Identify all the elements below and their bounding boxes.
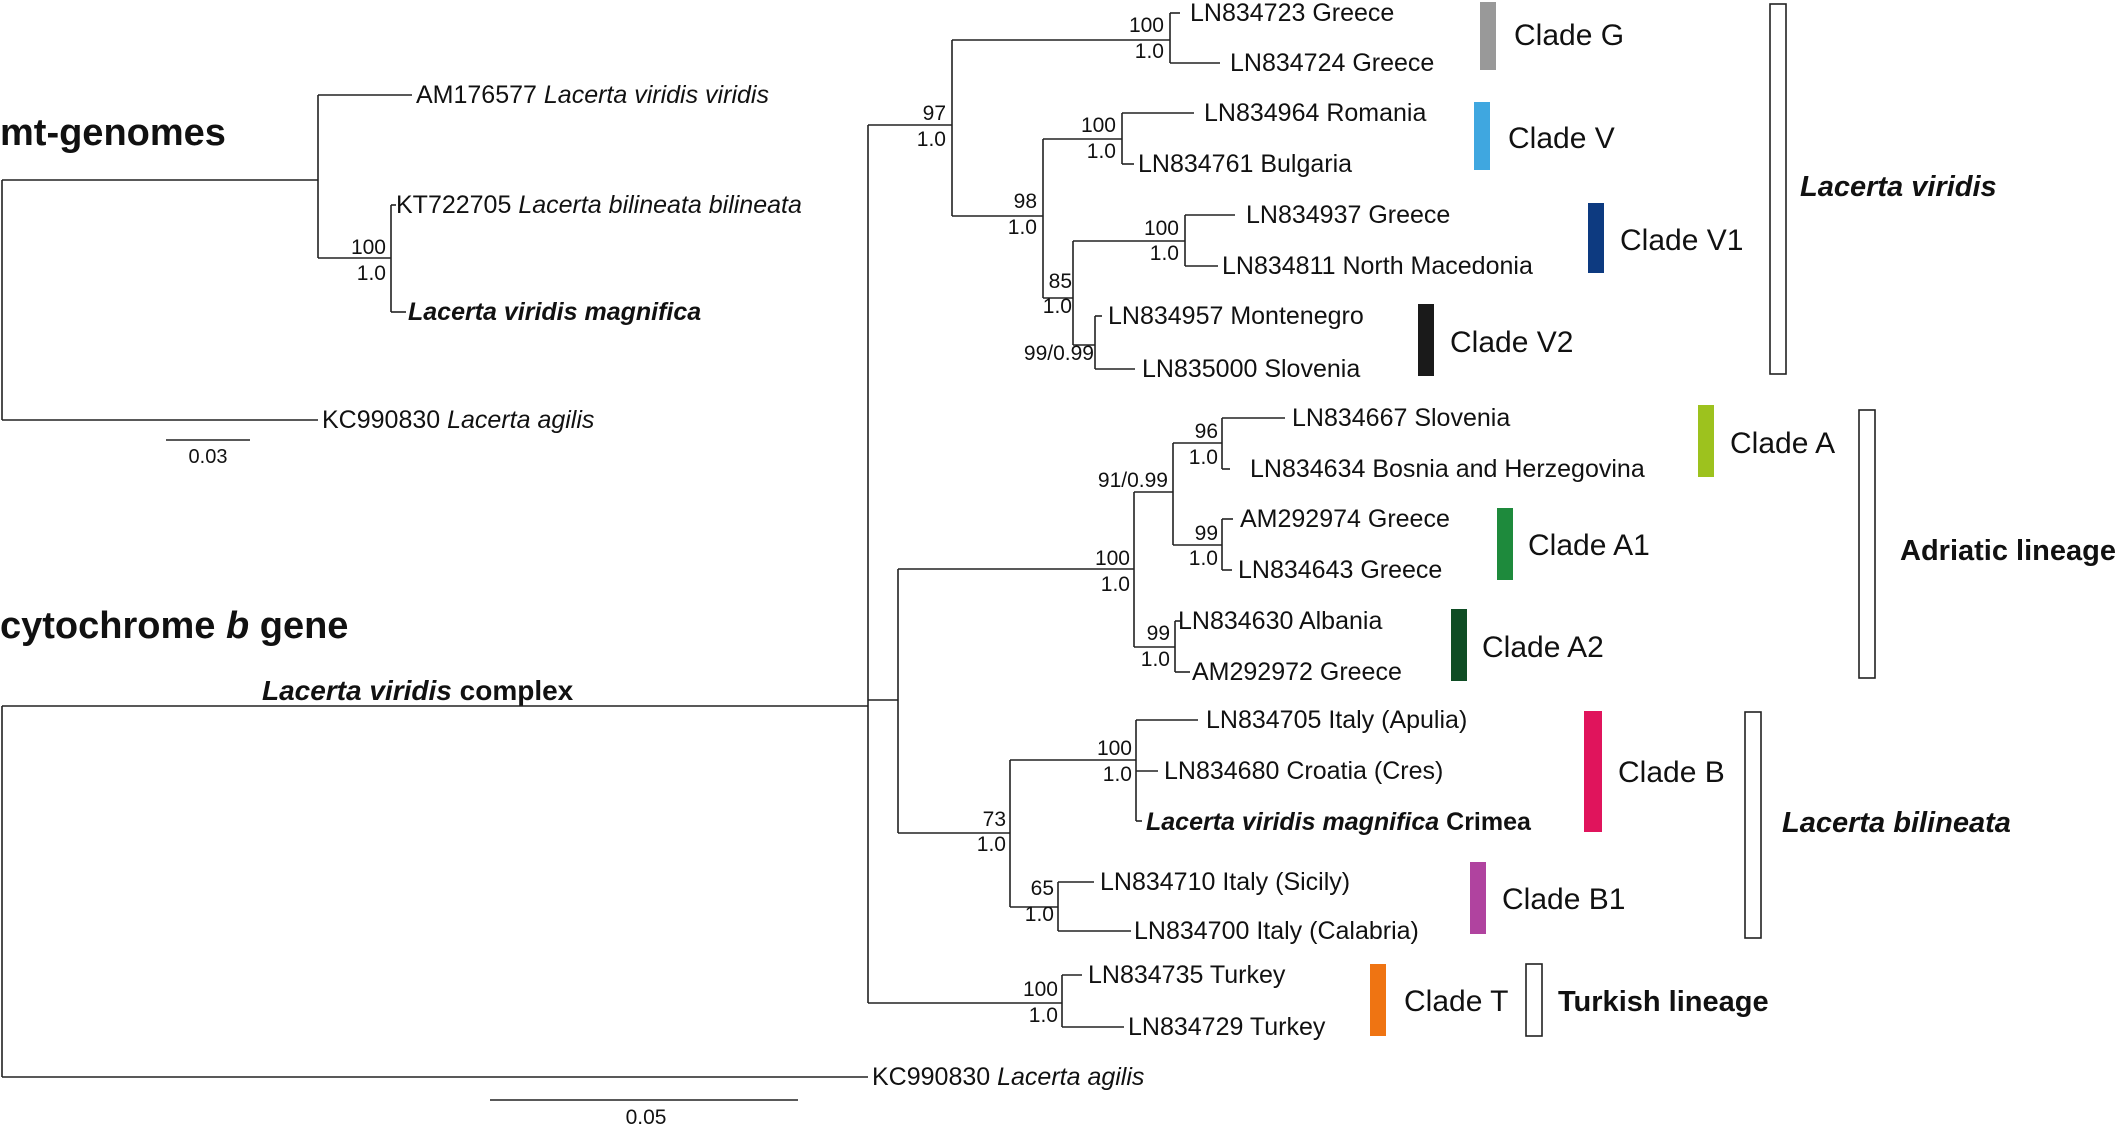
cytb-node-supports: 100 1.0 100 1.0 100 1.0 99/0.99 85 1.0 9… bbox=[917, 14, 1218, 1027]
tip-label: LN834667 Slovenia bbox=[1292, 404, 1510, 432]
clade-a2-label: Clade A2 bbox=[1482, 631, 1604, 664]
support-top: 98 bbox=[1014, 190, 1037, 213]
lineage-bilineata-bar bbox=[1744, 711, 1762, 939]
support-top: 65 bbox=[1031, 877, 1054, 900]
support-top: 85 bbox=[1049, 270, 1072, 293]
tip-label-outgroup: KC990830 Lacerta agilis bbox=[872, 1063, 1144, 1091]
support-bottom: 1.0 bbox=[1135, 40, 1164, 63]
clade-markers: Clade G Clade V Clade V1 Clade V2 Clade … bbox=[1370, 2, 1835, 1036]
clade-g-label: Clade G bbox=[1514, 19, 1624, 52]
mt-genomes-title: mt-genomes bbox=[0, 112, 226, 154]
clade-v-bar bbox=[1474, 102, 1490, 170]
tip-label: LN834705 Italy (Apulia) bbox=[1206, 706, 1467, 734]
clade-v1-label: Clade V1 bbox=[1620, 224, 1743, 257]
tip-label: LN835000 Slovenia bbox=[1142, 355, 1360, 383]
clade-b-bar bbox=[1584, 711, 1602, 832]
support-bottom: 1.0 bbox=[1043, 295, 1072, 318]
support-bottom: 1.0 bbox=[1029, 1004, 1058, 1027]
tip-label: LN834735 Turkey bbox=[1088, 961, 1286, 989]
support-bottom: 1.0 bbox=[1189, 446, 1218, 469]
cytb-scale-label: 0.05 bbox=[626, 1106, 667, 1128]
lineage-brackets: Lacerta viridis Adriatic lineage Lacerta… bbox=[1525, 3, 2116, 1037]
support-bottom: 1.0 bbox=[1008, 216, 1037, 239]
tip-label: LN834761 Bulgaria bbox=[1138, 150, 1352, 178]
support-bottom: 1.0 bbox=[1025, 903, 1054, 926]
clade-b1-label: Clade B1 bbox=[1502, 883, 1625, 916]
support-top: 100 bbox=[1023, 978, 1058, 1001]
clade-v2-label: Clade V2 bbox=[1450, 326, 1573, 359]
cytb-tree-branches bbox=[1, 12, 1285, 1078]
tip-label: LN834811 North Macedonia bbox=[1222, 252, 1533, 280]
clade-g-bar bbox=[1480, 2, 1496, 70]
mt-support-bottom: 1.0 bbox=[357, 262, 386, 285]
lineage-turkish-label: Turkish lineage bbox=[1558, 986, 1769, 1018]
tip-label: LN834710 Italy (Sicily) bbox=[1100, 868, 1350, 896]
tip-label: LN834964 Romania bbox=[1204, 99, 1426, 127]
tip-label: AM292972 Greece bbox=[1192, 658, 1402, 686]
support-top: 99/0.99 bbox=[1024, 342, 1094, 365]
support-top: 100 bbox=[1129, 14, 1164, 37]
tip-label: LN834630 Albania bbox=[1178, 607, 1382, 635]
support-bottom: 1.0 bbox=[1087, 140, 1116, 163]
support-top: 96 bbox=[1195, 420, 1218, 443]
lineage-adriatic-bar bbox=[1858, 409, 1876, 679]
mt-tip-magnifica: Lacerta viridis magnifica bbox=[408, 298, 701, 326]
clade-a-label: Clade A bbox=[1730, 427, 1835, 460]
support-top: 100 bbox=[1095, 547, 1130, 570]
lineage-adriatic-label: Adriatic lineage bbox=[1900, 535, 2116, 567]
clade-t-bar bbox=[1370, 964, 1386, 1036]
clade-a1-bar bbox=[1497, 508, 1513, 580]
support-top: 99 bbox=[1195, 522, 1218, 545]
mt-tip-bilineata: KT722705 Lacerta bilineata bilineata bbox=[396, 191, 802, 219]
cytb-title: cytochrome b gene bbox=[0, 605, 348, 647]
lineage-viridis-label: Lacerta viridis bbox=[1800, 171, 1997, 203]
support-top: 73 bbox=[983, 808, 1006, 831]
support-bottom: 1.0 bbox=[917, 128, 946, 151]
support-bottom: 1.0 bbox=[1101, 573, 1130, 596]
support-top: 100 bbox=[1144, 217, 1179, 240]
support-top: 100 bbox=[1097, 737, 1132, 760]
support-top: 91/0.99 bbox=[1098, 469, 1168, 492]
tip-label: LN834680 Croatia (Cres) bbox=[1164, 757, 1443, 785]
clade-b1-bar bbox=[1470, 862, 1486, 934]
clade-v1-bar bbox=[1588, 203, 1604, 273]
lineage-turkish-bar bbox=[1525, 963, 1543, 1037]
clade-t-label: Clade T bbox=[1404, 985, 1509, 1018]
support-bottom: 1.0 bbox=[977, 833, 1006, 856]
tip-label: LN834723 Greece bbox=[1190, 0, 1394, 27]
tip-label: AM292974 Greece bbox=[1240, 505, 1450, 533]
complex-label: Lacerta viridis complex bbox=[262, 675, 574, 706]
lineage-bilineata-label: Lacerta bilineata bbox=[1782, 807, 2011, 839]
lineage-viridis-bar bbox=[1769, 3, 1787, 375]
mt-tree-branches bbox=[1, 94, 412, 421]
support-bottom: 1.0 bbox=[1141, 648, 1170, 671]
tip-label: LN834957 Montenegro bbox=[1108, 302, 1364, 330]
mt-scale-label: 0.03 bbox=[189, 446, 228, 468]
mt-support-top: 100 bbox=[351, 236, 386, 259]
support-top: 97 bbox=[923, 102, 946, 125]
support-top: 99 bbox=[1147, 622, 1170, 645]
tip-label: LN834937 Greece bbox=[1246, 201, 1450, 229]
tip-label: LN834643 Greece bbox=[1238, 556, 1442, 584]
clade-v2-bar bbox=[1418, 304, 1434, 376]
clade-v-label: Clade V bbox=[1508, 122, 1615, 155]
clade-a2-bar bbox=[1451, 609, 1467, 681]
mt-tip-agilis: KC990830 Lacerta agilis bbox=[322, 406, 594, 434]
clade-b-label: Clade B bbox=[1618, 756, 1725, 789]
tip-label-magnifica: Lacerta viridis magnifica Crimea bbox=[1146, 808, 1532, 836]
mt-tip-viridis: AM176577 Lacerta viridis viridis bbox=[416, 81, 769, 109]
support-bottom: 1.0 bbox=[1150, 242, 1179, 265]
tip-label: LN834634 Bosnia and Herzegovina bbox=[1250, 455, 1645, 483]
clade-a-bar bbox=[1698, 405, 1714, 477]
clade-a1-label: Clade A1 bbox=[1528, 529, 1650, 562]
tip-label: LN834729 Turkey bbox=[1128, 1013, 1326, 1041]
cytb-tip-labels: LN834723 Greece LN834724 Greece LN834964… bbox=[872, 0, 1645, 1091]
support-top: 100 bbox=[1081, 114, 1116, 137]
support-bottom: 1.0 bbox=[1103, 763, 1132, 786]
support-bottom: 1.0 bbox=[1189, 547, 1218, 570]
tip-label: LN834700 Italy (Calabria) bbox=[1134, 917, 1419, 945]
tip-label: LN834724 Greece bbox=[1230, 49, 1434, 77]
